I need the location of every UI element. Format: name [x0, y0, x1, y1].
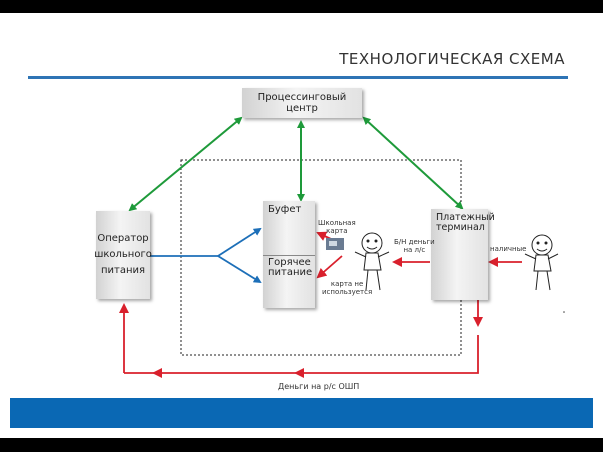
cash-label: наличные	[490, 245, 527, 253]
top-bar	[0, 0, 603, 13]
payment-terminal-label: Платежный терминал	[436, 213, 495, 233]
cashless-money-label-line-2: на л/с	[403, 246, 426, 254]
buffet-hot-meal-box: Буфет Горячее питание	[263, 201, 315, 308]
footer-blue-band	[10, 398, 593, 428]
operator-label-line-2: школьного	[94, 249, 152, 260]
buffet-label: Буфет	[268, 204, 302, 215]
payer-figure-icon	[524, 234, 559, 291]
school-card-label: Школьная карта	[318, 219, 356, 235]
page-title: ТЕХНОЛОГИЧЕСКАЯ СХЕМА	[339, 50, 565, 68]
arrow-card-to-hot-meal	[316, 255, 343, 279]
title-underline	[28, 76, 568, 79]
money-to-account-label: Деньги на р/с ОШП	[278, 382, 360, 391]
operator-label-line-1: Оператор	[97, 233, 149, 244]
arrow-operator-hot-meal	[217, 255, 262, 284]
operator-box: Оператор школьного питания	[94, 211, 152, 299]
payment-terminal-box: Платежный терминал	[431, 209, 495, 300]
card-not-used-label-line-2: используется	[322, 288, 373, 296]
processing-center-box: Процессинговый центр	[242, 88, 362, 118]
payment-terminal-label-line-2: терминал	[436, 222, 485, 233]
stray-dot	[563, 311, 565, 313]
student-figure-icon	[354, 232, 390, 291]
card-reader-icon	[326, 238, 344, 250]
school-card-label-line-2: карта	[326, 227, 348, 235]
processing-center-label: Процессинговый центр	[257, 92, 347, 114]
cashless-money-label-line-1: Б/Н деньги	[394, 238, 435, 246]
hot-meal-label-line-1: Горячее	[268, 257, 311, 268]
arrow-processing-terminal	[362, 116, 464, 210]
operator-label-line-3: питания	[100, 265, 146, 276]
school-card-label-line-1: Школьная	[318, 219, 356, 227]
cashless-money-label: Б/Н деньги на л/с	[394, 238, 435, 254]
card-not-used-label-line-1: карта не	[330, 280, 364, 288]
hot-meal-label-line-2: питание	[268, 267, 313, 278]
dotted-boundary	[180, 159, 462, 356]
buffet-divider	[263, 255, 315, 256]
bottom-bar	[0, 438, 603, 452]
payment-terminal-label-line-1: Платежный	[436, 212, 495, 223]
money-return-path	[124, 335, 479, 374]
arrow-processing-operator	[128, 116, 243, 212]
hot-meal-label: Горячее питание	[268, 258, 312, 278]
card-not-used-label: карта не используется	[322, 280, 372, 296]
arrow-operator-buffet	[217, 227, 262, 257]
